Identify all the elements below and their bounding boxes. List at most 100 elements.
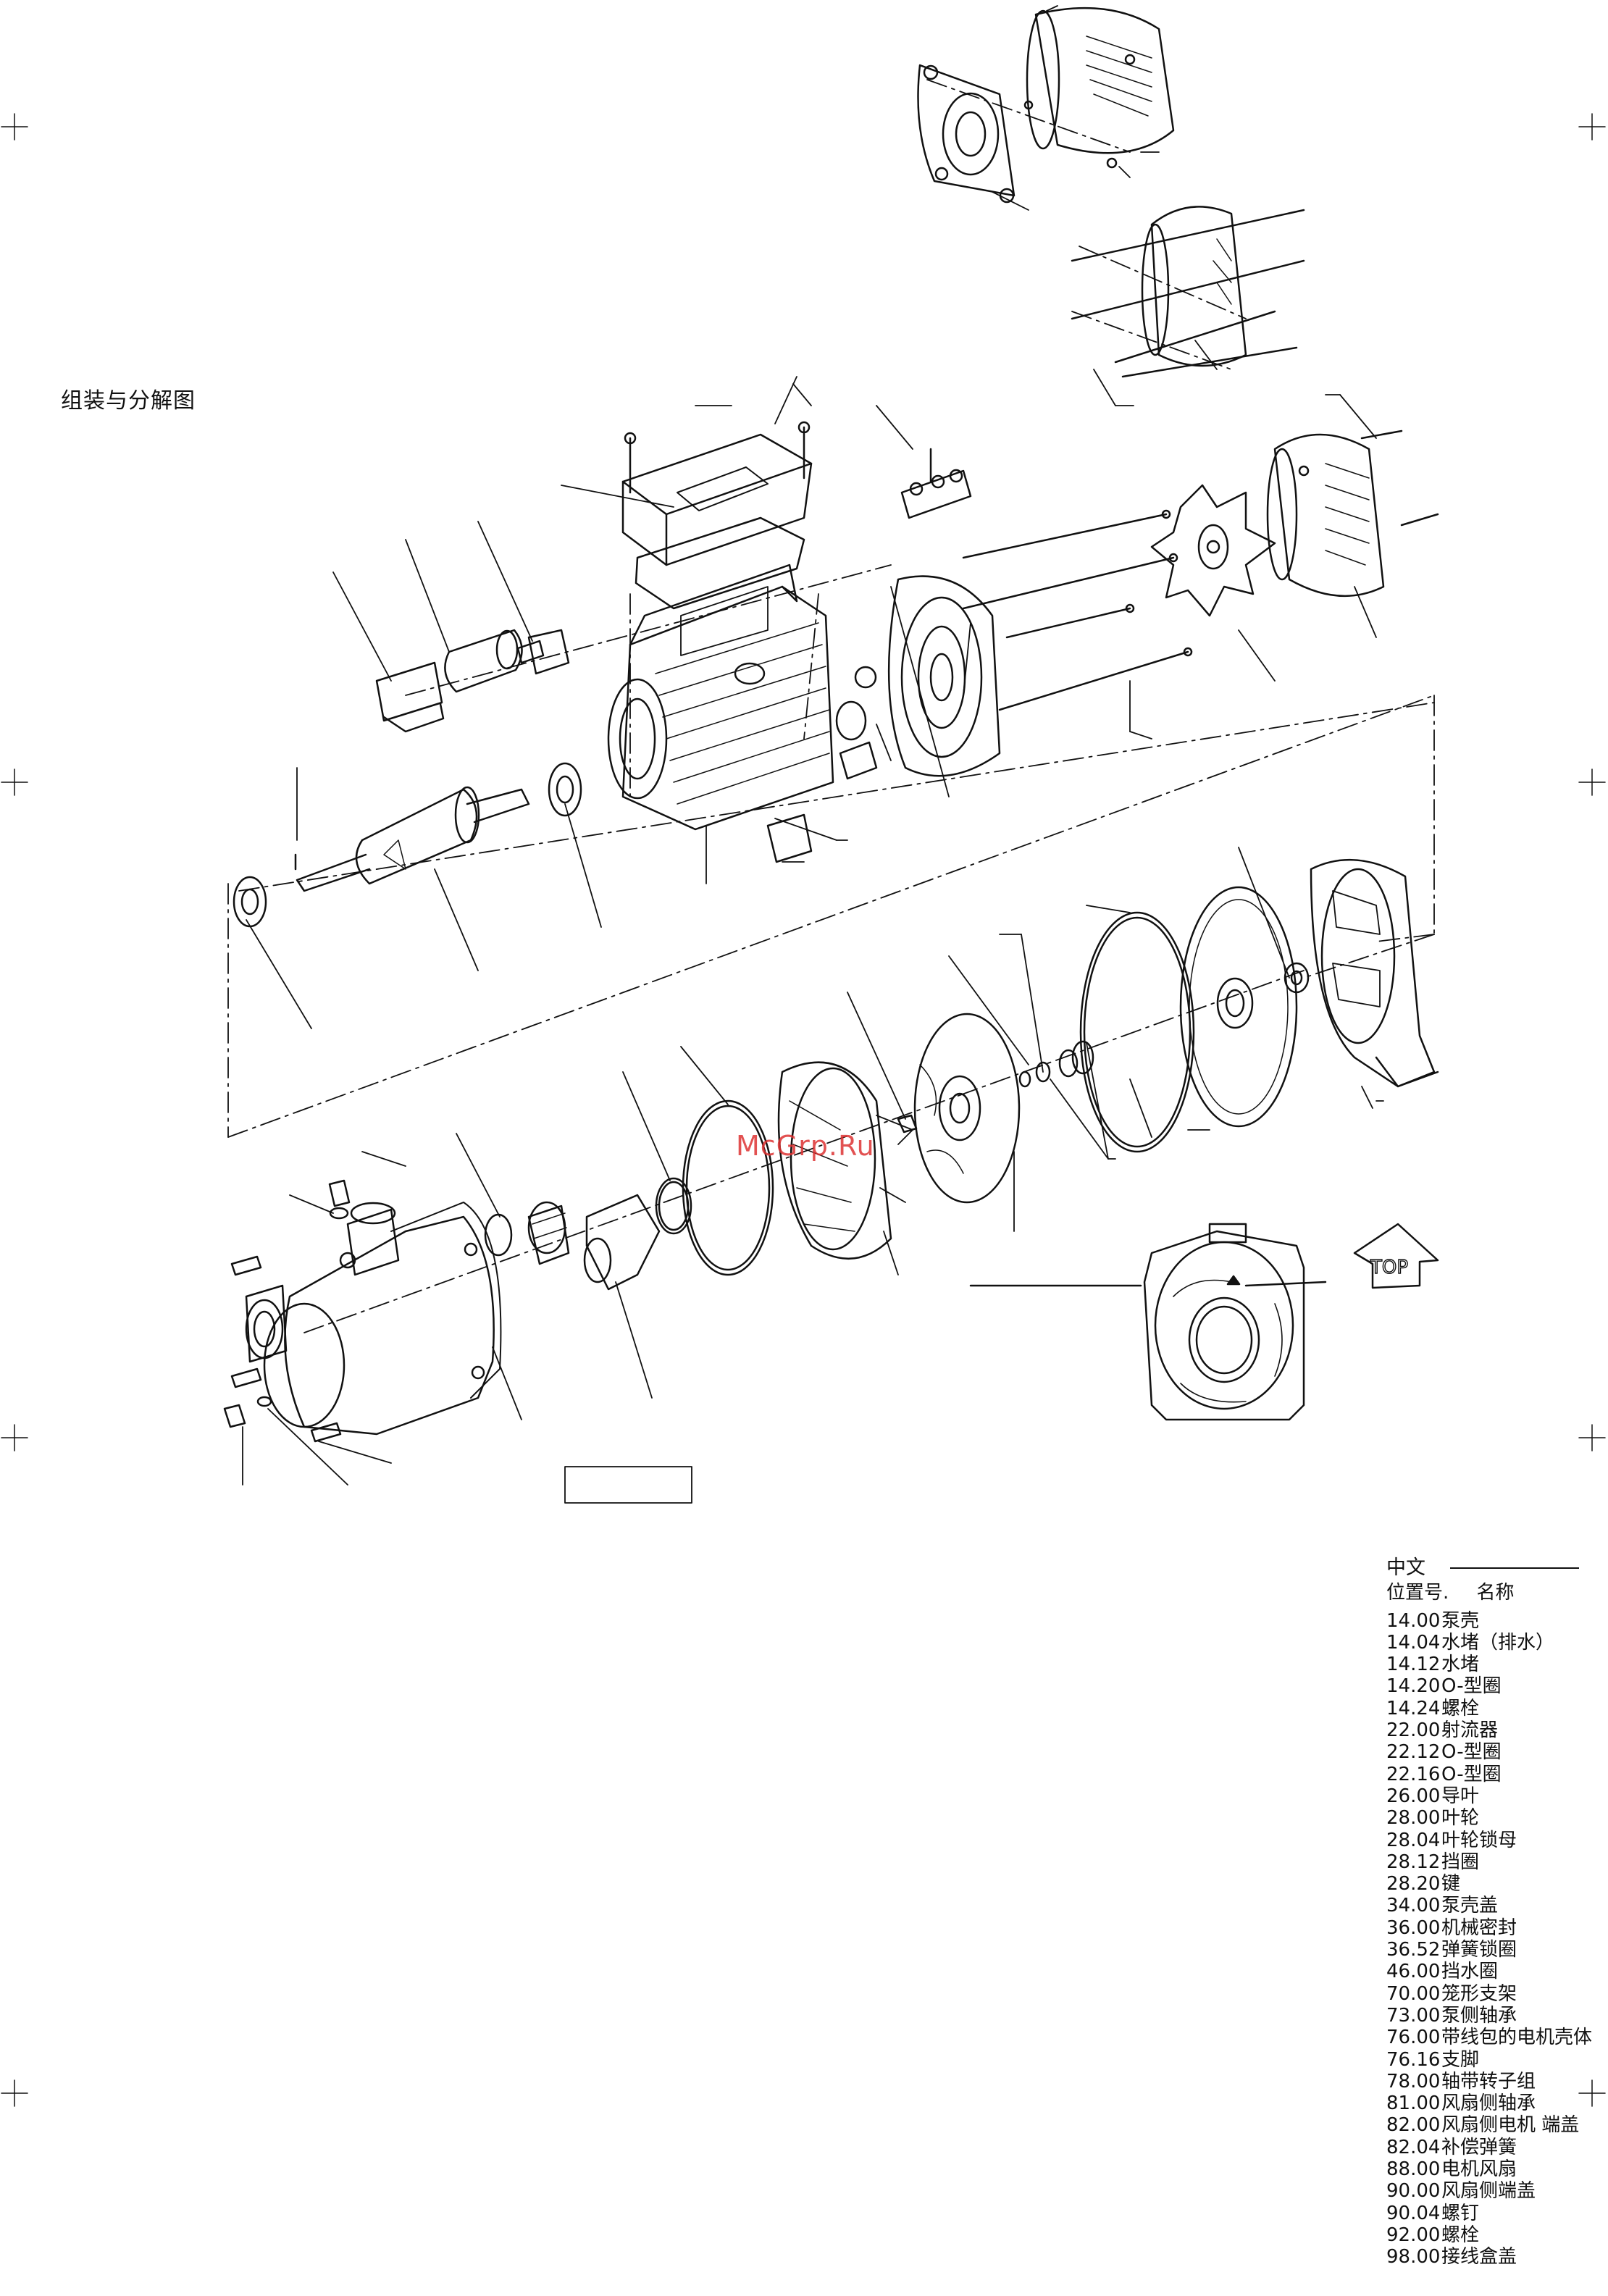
part-number: 28.20 xyxy=(1386,1873,1441,1895)
list-item: 22.12O-型圈 xyxy=(1386,1741,1604,1763)
motor-switch xyxy=(375,661,445,733)
parts-list-header: 中文 xyxy=(1386,1556,1604,1579)
motor-housing xyxy=(607,563,834,831)
part-name: 水堵 xyxy=(1441,1654,1480,1676)
part-number: 70.00 xyxy=(1386,1982,1441,2005)
list-item: 22.16O-型圈 xyxy=(1386,1764,1604,1785)
list-item: 28.20键 xyxy=(1386,1873,1604,1895)
part-number-box xyxy=(564,1466,692,1504)
o-ring-large xyxy=(1079,911,1195,1153)
part-name: 带线包的电机壳体 xyxy=(1441,2027,1593,2049)
part-name: 键 xyxy=(1441,1873,1461,1895)
fan-side-end-cover xyxy=(854,575,1001,777)
list-item: 34.00泵壳盖 xyxy=(1386,1895,1604,1916)
part-number: 14.04 xyxy=(1386,1631,1441,1654)
pump-side-bearing xyxy=(233,876,267,928)
part-number: 90.04 xyxy=(1386,2202,1441,2224)
parts-list-columns: 位置号. 名称 xyxy=(1386,1582,1604,1604)
part-name: 叶轮 xyxy=(1441,1807,1480,1830)
list-item: 78.00轴带转子组 xyxy=(1386,2071,1604,2092)
list-item: 92.00螺栓 xyxy=(1386,2224,1604,2246)
part-name: 泵侧轴承 xyxy=(1441,2004,1517,2027)
part-number: 28.04 xyxy=(1386,1829,1441,1851)
part-number: 22.12 xyxy=(1386,1741,1441,1764)
terminal-box-gasket xyxy=(635,516,805,610)
part-number: 22.16 xyxy=(1386,1763,1441,1785)
list-item: 22.00射流器 xyxy=(1386,1719,1604,1741)
list-item: 28.04叶轮锁母 xyxy=(1386,1830,1604,1851)
list-item: 81.00风扇侧轴承 xyxy=(1386,2092,1604,2114)
list-item: 28.12挡圈 xyxy=(1386,1851,1604,1873)
list-item: 88.00电机风扇 xyxy=(1386,2158,1604,2180)
capacitor-bracket xyxy=(527,629,570,675)
part-name: 螺栓 xyxy=(1441,2224,1480,2246)
list-item: 28.00叶轮 xyxy=(1386,1807,1604,1829)
parts-list-language: 中文 xyxy=(1386,1556,1425,1579)
list-item: 76.16支脚 xyxy=(1386,2049,1604,2071)
part-name: 螺钉 xyxy=(1441,2202,1480,2224)
part-number: 14.24 xyxy=(1386,1697,1441,1719)
list-item: 82.04补偿弹簧 xyxy=(1386,2137,1604,2158)
fan-cover-with-bolts xyxy=(1071,206,1305,378)
part-number: 98.00 xyxy=(1386,2246,1441,2268)
part-name: 笼形支架 xyxy=(1441,1982,1517,2005)
part-number: 14.12 xyxy=(1386,1654,1441,1676)
top-badge-text: TOP xyxy=(1370,1257,1408,1278)
part-number: 90.00 xyxy=(1386,2180,1441,2203)
part-number: 73.00 xyxy=(1386,2004,1441,2027)
o-ring-left xyxy=(484,1213,513,1257)
part-number: 81.00 xyxy=(1386,2092,1441,2115)
impeller xyxy=(913,1013,1021,1204)
terminal-block xyxy=(900,448,972,519)
top-arrow-icon xyxy=(1353,1223,1439,1289)
motor-foot xyxy=(766,813,813,863)
part-number: 78.00 xyxy=(1386,2070,1441,2092)
part-name: 风扇侧电机 端盖 xyxy=(1441,2114,1580,2137)
cable-gland xyxy=(835,700,878,780)
part-number: 26.00 xyxy=(1386,1785,1441,1807)
part-name: O-型圈 xyxy=(1441,1741,1502,1764)
list-item: 46.00挡水圈 xyxy=(1386,1961,1604,1982)
part-name: 螺栓 xyxy=(1441,1697,1480,1719)
plugs-and-bolts xyxy=(223,1179,351,1443)
part-name: 机械密封 xyxy=(1441,1916,1517,1939)
part-number: 76.16 xyxy=(1386,2048,1441,2071)
list-item: 14.12水堵 xyxy=(1386,1654,1604,1675)
diagram-title: 组装与分解图 xyxy=(61,388,196,414)
shaft-with-rotor xyxy=(294,786,530,892)
part-name: 轴带转子组 xyxy=(1441,2070,1536,2092)
part-number: 36.52 xyxy=(1386,1939,1441,1961)
part-name: 接线盒盖 xyxy=(1441,2246,1517,2268)
column-name: 名称 xyxy=(1476,1582,1515,1604)
part-name: 风扇侧端盖 xyxy=(1441,2180,1536,2203)
list-item: 14.24螺栓 xyxy=(1386,1698,1604,1719)
list-item: 90.00风扇侧端盖 xyxy=(1386,2180,1604,2202)
capacitor xyxy=(444,629,545,693)
part-name: O-型圈 xyxy=(1441,1675,1502,1698)
impeller-nut xyxy=(897,1114,918,1134)
part-name: 风扇侧轴承 xyxy=(1441,2092,1536,2115)
list-item: 36.00机械密封 xyxy=(1386,1917,1604,1939)
crop-marks xyxy=(1,113,1606,2107)
list-item: 14.20O-型圈 xyxy=(1386,1675,1604,1697)
terminal-box-cover xyxy=(621,421,813,566)
list-item: 70.00笼形支架 xyxy=(1386,1983,1604,2005)
watermark: McGrp.Ru xyxy=(736,1130,875,1162)
o-ring-small xyxy=(655,1177,692,1235)
fan-side-end-cover-top xyxy=(917,64,1016,204)
part-name: 电机风扇 xyxy=(1441,2158,1517,2181)
part-name: 挡水圈 xyxy=(1441,1961,1499,1983)
pump-casing xyxy=(245,1202,502,1436)
pump-casing-front-view xyxy=(969,1223,1327,1421)
top-badge: TOP xyxy=(1369,1256,1408,1278)
tie-rods xyxy=(962,509,1193,711)
part-name: 射流器 xyxy=(1441,1719,1499,1742)
part-name: O-型圈 xyxy=(1441,1763,1502,1785)
leader-lines xyxy=(242,5,1384,1486)
mechanical-seal xyxy=(1018,1040,1094,1088)
motor-fan xyxy=(1150,484,1276,617)
part-number: 92.00 xyxy=(1386,2224,1441,2246)
part-name: 导叶 xyxy=(1441,1785,1480,1807)
